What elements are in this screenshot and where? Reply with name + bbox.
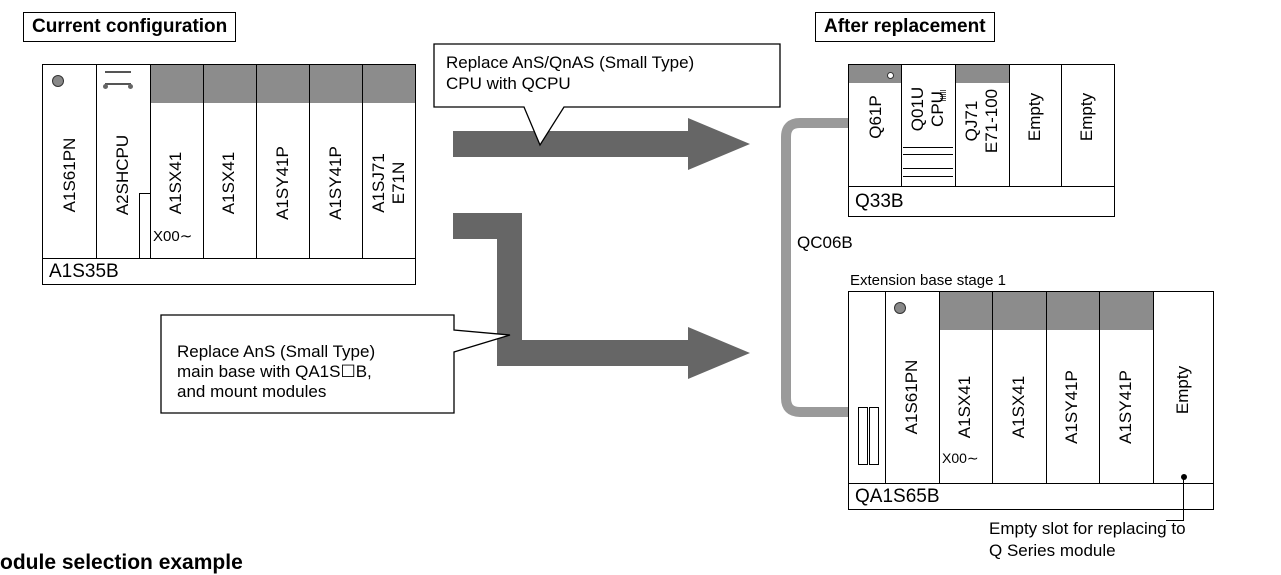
cpu-led-array-icon [940, 90, 946, 102]
cpu-drawer [903, 147, 953, 186]
current-slot-0-label: A1S61PN [60, 137, 79, 213]
main-base-name: Q33B [855, 191, 904, 212]
cpu-slot-notch [139, 193, 150, 259]
ext-slot-0-label: A1S61PN [902, 359, 921, 435]
main-slot-4-label: Empty [1077, 92, 1096, 142]
extension-base-unit: A1S61PN A1SX41 A1SX41 A1SY41P A1SY41P Em… [848, 291, 1214, 510]
extension-cable [781, 118, 858, 417]
main-slot-2-label: QJ71 E71-100 [962, 88, 1001, 154]
main-slot-3-label: Empty [1025, 92, 1044, 142]
ext-slot-1-label: A1SX41 [955, 375, 974, 439]
ext-slot-3-label: A1SY41P [1062, 370, 1081, 444]
ext-slot-5-label: Empty [1173, 365, 1192, 415]
ext-power-led-icon [894, 302, 906, 314]
ext-x-address: X00∼ [942, 450, 979, 466]
current-slot-3-label: A1SX41 [219, 151, 238, 215]
current-slot-6-label: A1SJ71 E71N [369, 153, 408, 213]
ext-slot-2-label: A1SX41 [1009, 375, 1028, 439]
empty-slot-note: Empty slot for replacing to Q Series mod… [989, 519, 1186, 560]
main-base-unit: Q61P Q01U CPU QJ71 E71-100 Empty Empty Q… [848, 64, 1115, 217]
after-replacement-title: After replacement [815, 12, 995, 42]
current-base-unit: A1S61PN A2SHCPU A1SX41 A1SX41 A1SY41P A1… [42, 64, 416, 285]
current-slot-2-label: A1SX41 [166, 151, 185, 215]
current-slot-4-label: A1SY41P [273, 146, 292, 220]
empty-note-leader [1183, 477, 1184, 520]
power-led-icon [52, 75, 64, 87]
module-top-strip [150, 65, 415, 103]
section-heading: odule selection example [0, 551, 243, 574]
current-x-address: X00∼ [153, 228, 193, 245]
base-callout-text: Replace AnS (Small Type) main base with … [177, 342, 376, 401]
cable-label: QC06B [797, 233, 853, 252]
base-callout-bubble [160, 314, 511, 414]
lower-arrow [453, 213, 750, 379]
upper-arrow [453, 118, 750, 170]
ext-base-name: QA1S65B [855, 486, 940, 507]
current-slot-1-label: A2SHCPU [113, 134, 132, 216]
empty-slot-marker [1181, 474, 1187, 480]
current-base-name: A1S35B [49, 261, 119, 282]
cpu-connector-icon [105, 71, 131, 85]
cpu-callout-text: Replace AnS/QnAS (Small Type) CPU with Q… [446, 53, 695, 93]
ext-slot-4-label: A1SY41P [1116, 370, 1135, 444]
cpu-callout-bubble [433, 43, 781, 147]
current-config-title: Current configuration [23, 12, 237, 42]
main-slot-0-label: Q61P [866, 95, 885, 139]
extension-base-caption: Extension base stage 1 [850, 272, 1006, 289]
current-slot-5-label: A1SY41P [326, 146, 345, 220]
ext-connector-icon [858, 407, 868, 465]
main-slot-1-label: Q01U CPU [908, 86, 947, 132]
